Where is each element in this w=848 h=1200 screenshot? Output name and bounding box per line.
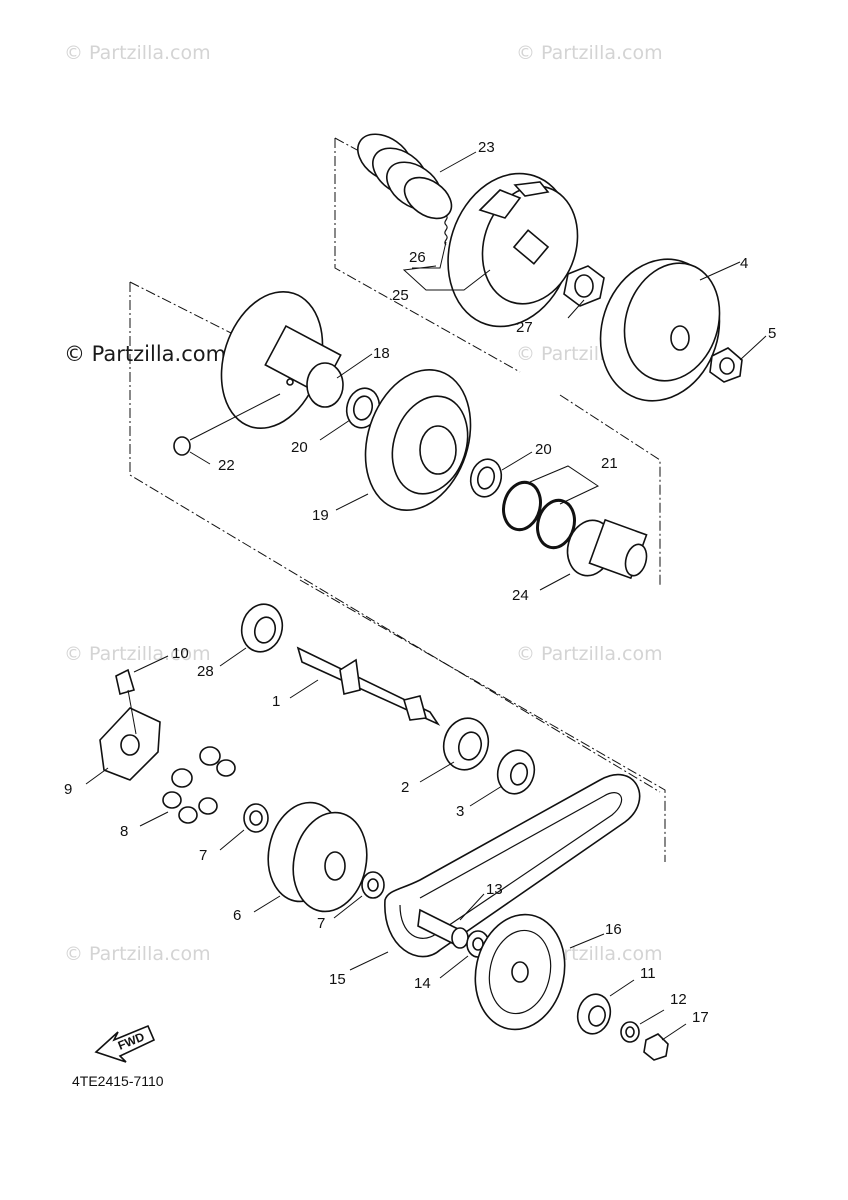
- label-part-4: 4: [740, 255, 748, 272]
- part-17-nut[interactable]: [643, 1033, 669, 1061]
- part-12-washer[interactable]: [620, 1021, 640, 1043]
- part-4-clutch-housing[interactable]: [583, 244, 738, 417]
- part-6-primary-sheave[interactable]: [259, 796, 375, 919]
- part-16-fan-sheave[interactable]: [465, 906, 575, 1038]
- part-7-washer-a[interactable]: [243, 803, 269, 833]
- leader-lines: [85, 151, 767, 1041]
- label-part-16: 16: [605, 921, 622, 938]
- part-24-guide[interactable]: [562, 515, 650, 580]
- label-part-8: 8: [120, 823, 128, 840]
- label-part-27: 27: [516, 319, 533, 336]
- part-28-bearing[interactable]: [236, 600, 287, 657]
- fwd-arrow-icon: FWD: [94, 1024, 156, 1063]
- label-part-3: 3: [456, 803, 464, 820]
- watermark-top-right: © Partzilla.com: [516, 42, 663, 64]
- watermark-lower-right: © Partzilla.com: [516, 643, 663, 665]
- label-part-7-a: 7: [199, 847, 207, 864]
- label-part-12: 12: [670, 991, 687, 1008]
- watermark-lower-left: © Partzilla.com: [64, 643, 211, 665]
- part-10-clip[interactable]: [115, 668, 135, 696]
- part-21-o-rings[interactable]: [498, 478, 579, 552]
- label-part-10: 10: [172, 645, 189, 662]
- part-5-nut[interactable]: [709, 347, 743, 383]
- part-3-oil-seal[interactable]: [493, 746, 539, 798]
- label-part-19: 19: [312, 507, 329, 524]
- label-part-1: 1: [272, 693, 280, 710]
- sheave-outline-top: [129, 281, 236, 336]
- part-2-bearing[interactable]: [438, 713, 494, 775]
- watermark-top-left: © Partzilla.com: [64, 42, 211, 64]
- part-11-one-way-washer[interactable]: [573, 991, 614, 1038]
- label-part-15: 15: [329, 971, 346, 988]
- part-26-small-spring[interactable]: [444, 214, 448, 246]
- label-part-18: 18: [373, 345, 390, 362]
- label-part-2: 2: [401, 779, 409, 796]
- label-part-28: 28: [197, 663, 214, 680]
- part-9-cam[interactable]: [99, 707, 161, 781]
- part-25-clutch-carrier[interactable]: [429, 157, 592, 342]
- clutch-assembly-outline: [334, 138, 521, 373]
- label-part-14: 14: [414, 975, 431, 992]
- part-27-nut[interactable]: [563, 265, 605, 307]
- sheave-outline-right: [559, 394, 661, 585]
- label-part-25: 25: [392, 287, 409, 304]
- diagram-code: 4TE2415-7110: [72, 1073, 164, 1089]
- belt-outline: [299, 579, 666, 862]
- part-labels: 23 26 25 27 4 5 18 20 22 19 20 21 24 10 …: [64, 139, 776, 1026]
- part-19-sliding-sheave[interactable]: [348, 356, 488, 524]
- label-part-11: 11: [640, 965, 656, 982]
- part-22-pin[interactable]: [173, 436, 191, 456]
- part-23-spring[interactable]: [349, 124, 459, 226]
- label-part-17: 17: [692, 1009, 709, 1026]
- label-part-23: 23: [478, 139, 495, 156]
- label-part-26: 26: [409, 249, 426, 266]
- part-13-collar[interactable]: [417, 908, 469, 949]
- part-20-oil-seal-a[interactable]: [342, 385, 383, 432]
- label-part-20-a: 20: [291, 439, 308, 456]
- part-7-washer-b[interactable]: [361, 871, 385, 899]
- label-part-7-b: 7: [317, 915, 325, 932]
- part-15-v-belt[interactable]: [384, 773, 641, 958]
- part-1-primary-shaft[interactable]: [296, 646, 441, 726]
- secondary-sheave-outline: [129, 282, 661, 793]
- part-8-weights[interactable]: [162, 746, 236, 824]
- part-20-oil-seal-b[interactable]: [467, 456, 506, 500]
- label-part-5: 5: [768, 325, 776, 342]
- part-18-fixed-sheave[interactable]: [205, 279, 344, 442]
- watermark-bottom-left: © Partzilla.com: [64, 943, 211, 965]
- label-part-13: 13: [486, 881, 503, 898]
- label-part-24: 24: [512, 587, 529, 604]
- label-part-20-b: 20: [535, 441, 552, 458]
- watermark-main: © Partzilla.com: [64, 342, 227, 366]
- label-part-22: 22: [218, 457, 235, 474]
- label-part-6: 6: [233, 907, 241, 924]
- label-part-9: 9: [64, 781, 72, 798]
- label-part-21: 21: [601, 455, 618, 472]
